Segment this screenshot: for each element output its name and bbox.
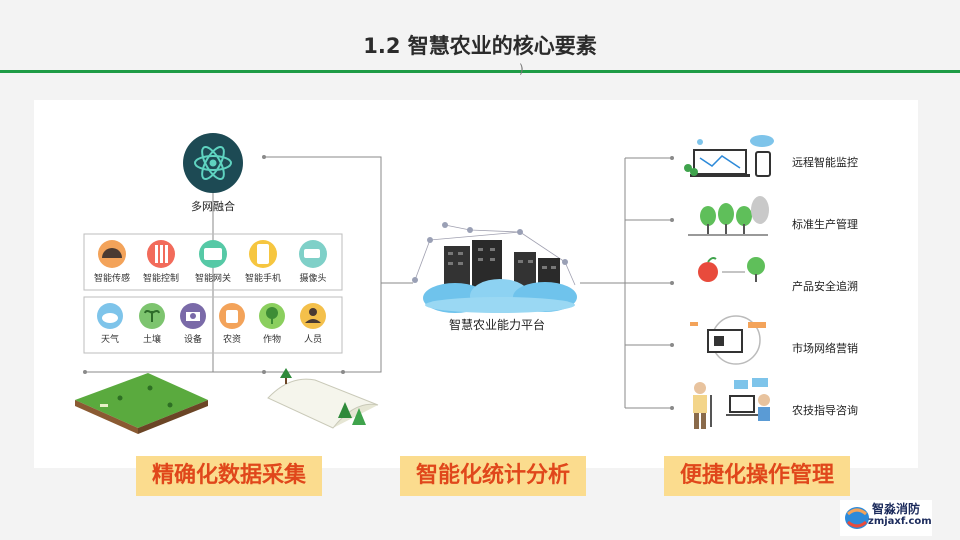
soil-icon [139,303,165,329]
platform-label: 智慧农业能力平台 [448,318,546,332]
connector-top-to-platform [264,156,413,284]
feature-label-4: 市场网络营销 [792,342,858,355]
banner-data-collection: 精确化数据采集 [136,456,322,496]
element-label-2: 土壤 [142,335,162,345]
watermark-logo-icon [840,500,932,536]
smartphone-icon [249,240,277,268]
connector-lines [85,156,672,409]
crop-icon [259,303,285,329]
watermark-url: zmjaxf.com [868,516,932,527]
platform-illustration [412,222,577,313]
element-label-3: 设备 [183,335,203,345]
banner-operation-management: 便捷化操作管理 [664,456,850,496]
banner-statistical-analysis: 智能化统计分析 [400,456,586,496]
element-label-5: 作物 [262,335,282,345]
farmland-illustration [75,373,208,434]
personnel-icon [300,303,326,329]
feature-label-2: 标准生产管理 [792,218,858,231]
equipment-icon [180,303,206,329]
page-title: 1.2 智慧农业的核心要素 [363,34,597,58]
element-row-frame [83,296,343,354]
supplies-icon [219,303,245,329]
title-divider [0,70,960,73]
connector-bottom-to-platform [264,283,382,373]
device-label-5: 摄像头 [299,274,327,284]
device-label-4: 智能手机 [244,274,282,284]
product-traceability-icon [698,257,765,282]
camera-icon [299,240,327,268]
feature-label-3: 产品安全追溯 [792,280,858,293]
device-label-1: 智能传感 [93,274,131,284]
stray-mark: ) [519,62,524,76]
agri-guidance-icon [693,378,770,429]
smart-sensor-icon [98,240,126,268]
network-fusion-icon [183,133,243,193]
market-marketing-icon [690,315,766,365]
weather-icon [97,303,123,329]
feature-label-5: 农技指导咨询 [792,404,858,417]
device-label-2: 智能控制 [142,274,180,284]
network-fusion-label: 多网融合 [191,200,235,213]
watermark-name: 智淼消防 [872,502,921,516]
device-label-3: 智能网关 [194,274,232,284]
element-label-4: 农资 [222,335,242,345]
remote-monitoring-icon [684,135,774,177]
device-row-frame [83,233,343,291]
smart-control-icon [147,240,175,268]
element-label-6: 人员 [303,335,323,345]
standard-production-icon [688,196,769,236]
feature-label-1: 远程智能监控 [792,156,858,169]
greenhouse-illustration [267,368,379,429]
smart-gateway-icon [199,240,227,268]
element-label-1: 天气 [100,335,120,345]
